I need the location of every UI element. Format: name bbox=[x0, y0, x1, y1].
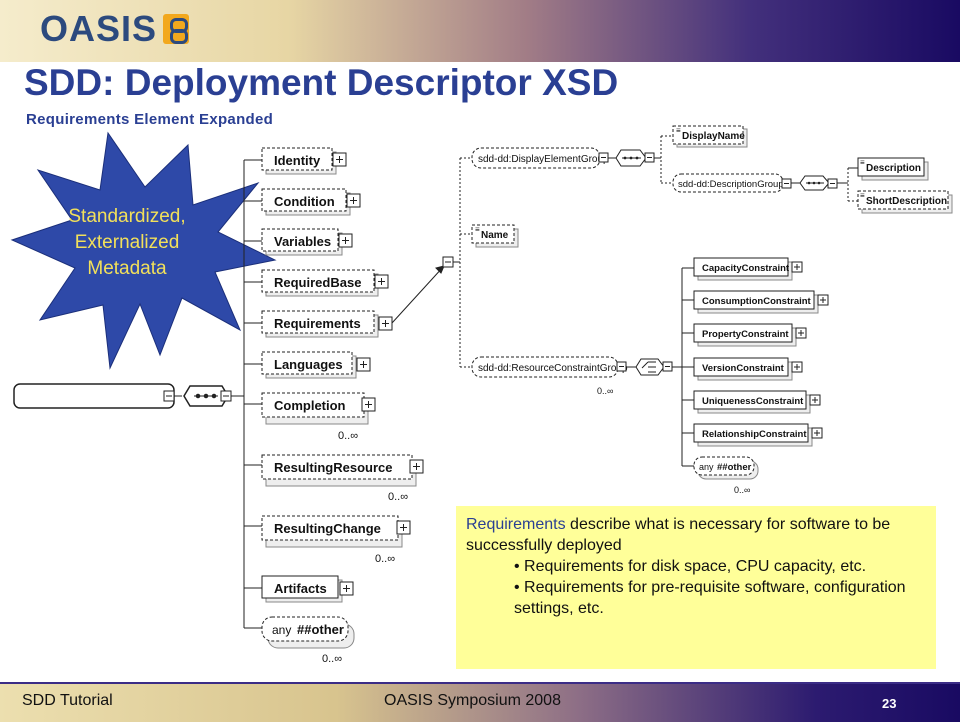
identity-label: Identity bbox=[274, 153, 321, 168]
footer-bar: SDD Tutorial OASIS Symposium 2008 23 bbox=[0, 682, 960, 722]
variables-label: Variables bbox=[274, 234, 331, 249]
other-label: ##other bbox=[297, 622, 344, 637]
capacityconstraint-label: CapacityConstraint bbox=[702, 263, 790, 274]
artifacts-node[interactable] bbox=[261, 575, 339, 599]
callout-intro: Requirements describe what is necessary … bbox=[466, 514, 926, 556]
resultingresource-label: ResultingResource bbox=[274, 460, 392, 475]
slide-subtitle: Requirements Element Expanded bbox=[26, 111, 274, 128]
completion-cardinality: 0..∞ bbox=[338, 430, 358, 442]
description-group-label: sdd-dd:DescriptionGroup bbox=[678, 179, 784, 190]
artifacts-label: Artifacts bbox=[274, 581, 327, 596]
simple-type-icon: ≡ bbox=[676, 126, 681, 135]
shortdescription-label: ShortDescription bbox=[866, 196, 947, 207]
description-node[interactable] bbox=[857, 157, 925, 177]
condition-label: Condition bbox=[274, 194, 335, 209]
callout-bullet: • Requirements for pre-requisite softwar… bbox=[514, 579, 906, 617]
any-label: any bbox=[272, 623, 291, 637]
callout-keyword: Requirements bbox=[466, 516, 566, 533]
requirements-node[interactable] bbox=[261, 310, 375, 334]
resultingchange-cardinality: 0..∞ bbox=[375, 553, 395, 565]
name-label: Name bbox=[481, 230, 509, 241]
simple-type-icon: ≡ bbox=[860, 158, 865, 167]
displayname-node[interactable] bbox=[672, 125, 744, 145]
resultingresource-cardinality: 0..∞ bbox=[388, 491, 408, 503]
oasis-logo-icon bbox=[163, 14, 190, 44]
versionconstraint-label: VersionConstraint bbox=[702, 363, 785, 374]
left-child-boxes: Identity Condition Variables RequiredBas… bbox=[261, 147, 424, 665]
starburst-line: Metadata bbox=[87, 258, 167, 279]
left-tree bbox=[13, 159, 262, 629]
starburst-text: Standardized, Externalized Metadata bbox=[52, 204, 202, 282]
oasis-logo: OASIS bbox=[40, 8, 190, 50]
completion-node[interactable] bbox=[261, 392, 365, 418]
condition-node[interactable] bbox=[261, 188, 347, 212]
other-cardinality: 0..∞ bbox=[322, 653, 342, 665]
starburst-line: Externalized bbox=[74, 232, 180, 253]
footer-middle-text: OASIS Symposium 2008 bbox=[384, 692, 561, 709]
languages-label: Languages bbox=[274, 357, 343, 372]
footer-left-text: SDD Tutorial bbox=[22, 692, 113, 709]
variables-node[interactable] bbox=[261, 228, 339, 252]
resource-group-label: sdd-dd:ResourceConstraintGroup bbox=[478, 363, 628, 374]
name-node[interactable] bbox=[471, 224, 515, 244]
resource-group-cardinality: 0..∞ bbox=[597, 386, 613, 396]
uniquenessconstraint-node[interactable] bbox=[693, 390, 807, 410]
completion-label: Completion bbox=[274, 398, 346, 413]
starburst-line: Standardized, bbox=[68, 206, 186, 227]
display-group-label: sdd-dd:DisplayElementGroup bbox=[478, 154, 609, 165]
propertyconstraint-label: PropertyConstraint bbox=[702, 329, 789, 340]
constraint-any-label: any bbox=[699, 462, 714, 472]
shortdescription-node[interactable] bbox=[857, 190, 949, 210]
requirements-label: Requirements bbox=[274, 316, 361, 331]
requirements-expansion-connector bbox=[391, 157, 472, 368]
slide-title: SDD: Deployment Descriptor XSD bbox=[24, 62, 619, 103]
constraint-other-cardinality: 0..∞ bbox=[734, 485, 750, 495]
resultingresource-node[interactable] bbox=[261, 454, 413, 480]
right-groups: sdd-dd:DisplayElementGroup ≡ DisplayName… bbox=[471, 125, 953, 495]
uniquenessconstraint-label: UniquenessConstraint bbox=[702, 396, 804, 407]
header-bar: OASIS bbox=[0, 0, 960, 62]
propertyconstraint-node[interactable] bbox=[693, 323, 793, 343]
versionconstraint-node[interactable] bbox=[693, 357, 789, 377]
callout-bullet: • Requirements for disk space, CPU capac… bbox=[514, 558, 867, 575]
constraint-any-other-node[interactable] bbox=[693, 456, 755, 476]
languages-node[interactable] bbox=[261, 351, 353, 375]
callout-intro-text: describe what is necessary for software … bbox=[466, 516, 891, 554]
consumptionconstraint-label: ConsumptionConstraint bbox=[702, 296, 812, 307]
root-node-box bbox=[13, 383, 175, 409]
starburst-shape bbox=[10, 131, 277, 370]
simple-type-icon: ≡ bbox=[860, 191, 865, 200]
relationshipconstraint-node[interactable] bbox=[693, 423, 809, 443]
constraint-other-label: ##other bbox=[717, 462, 752, 473]
requiredbase-label: RequiredBase bbox=[274, 275, 361, 290]
displayname-label: DisplayName bbox=[682, 131, 745, 142]
any-other-node[interactable] bbox=[261, 616, 349, 642]
capacityconstraint-node[interactable] bbox=[693, 257, 789, 277]
resultingchange-label: ResultingChange bbox=[274, 521, 381, 536]
resource-group-node[interactable] bbox=[471, 356, 619, 378]
requirements-callout: Requirements describe what is necessary … bbox=[456, 506, 936, 669]
description-label: Description bbox=[866, 163, 921, 174]
relationshipconstraint-label: RelationshipConstraint bbox=[702, 429, 807, 440]
identity-node[interactable] bbox=[261, 147, 333, 171]
page-number: 23 bbox=[882, 696, 897, 711]
simple-type-icon: ≡ bbox=[475, 225, 480, 234]
requiredbase-node[interactable] bbox=[261, 269, 375, 293]
consumptionconstraint-node[interactable] bbox=[693, 290, 815, 310]
